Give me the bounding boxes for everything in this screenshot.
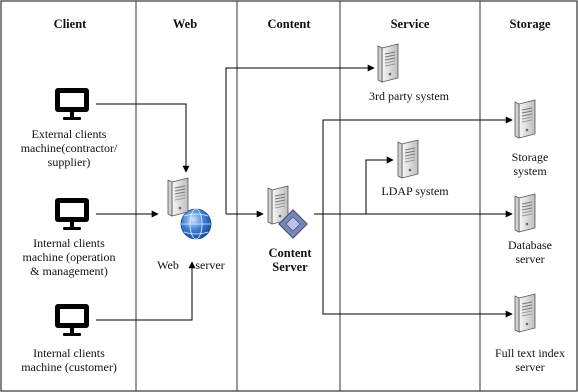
server-tower-icon <box>397 139 419 179</box>
column-header-content: Content <box>267 17 311 31</box>
arrow-content-to-fulltext <box>322 214 513 318</box>
server-tower-icon <box>514 293 536 333</box>
arrow-external-to-web <box>96 103 190 173</box>
server-tower-icon <box>377 43 399 83</box>
web-server-label-server: server <box>195 258 225 272</box>
content-server-icon <box>267 185 308 239</box>
arrow-content-to-storage <box>322 116 513 214</box>
internal-customer-clients-label: Internal clients machine (customer) <box>21 346 117 374</box>
column-header-client: Client <box>53 17 87 31</box>
column-header-storage: Storage <box>509 17 551 31</box>
column-header-web: Web <box>172 17 198 31</box>
ldap-system-label: LDAP system <box>381 184 449 198</box>
database-server-label: Database server <box>508 238 552 266</box>
monitor-icon <box>55 88 89 120</box>
arrow-content-to-ldap <box>365 156 394 214</box>
internal-ops-clients-label: Internal clients machine (operation & ma… <box>22 236 116 278</box>
arrow-web-to-3rd-party <box>225 64 375 214</box>
server-tower-icon <box>514 99 536 139</box>
fulltext-index-server-label: Full text index server <box>495 346 565 374</box>
external-clients-label: External clients machine(contractor/ sup… <box>20 127 118 169</box>
storage-system-label: Storage system <box>511 150 549 178</box>
monitor-icon <box>55 304 89 336</box>
arrow-internal-customer-to-web <box>96 261 196 321</box>
content-server-label: Content Server <box>268 246 312 274</box>
web-server-globe-icon <box>167 177 212 240</box>
column-header-service: Service <box>390 17 430 31</box>
web-server-label-web: Web <box>157 258 179 272</box>
server-tower-icon <box>514 193 536 233</box>
monitor-icon <box>55 198 89 230</box>
third-party-system-label: 3rd party system <box>369 89 449 103</box>
